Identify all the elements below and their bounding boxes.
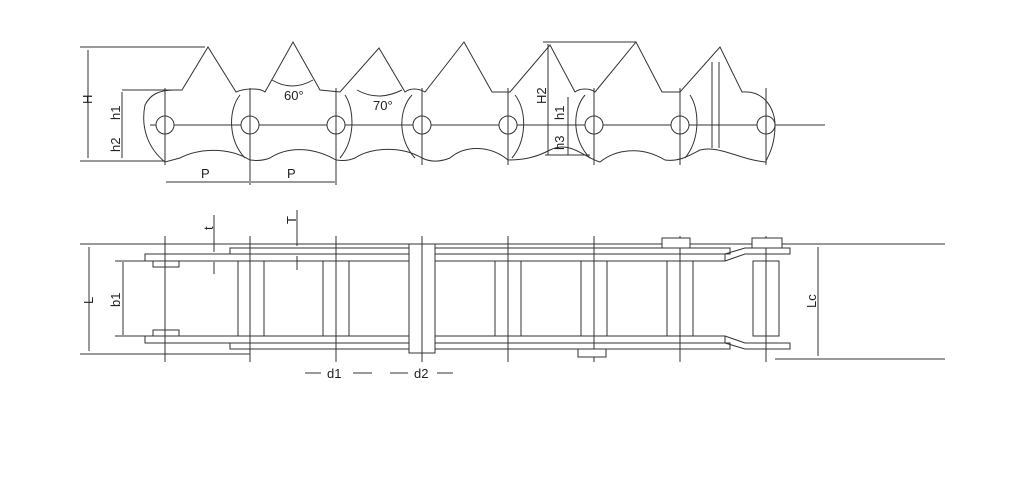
label-angle-70: 70° — [373, 98, 393, 113]
pins — [155, 88, 776, 185]
label-H2: H2 — [534, 87, 549, 104]
dimension-lines — [80, 41, 636, 183]
label-d2: d2 — [414, 366, 428, 381]
label-P-2: P — [287, 166, 296, 181]
label-t: t — [201, 226, 216, 230]
plate-outline — [143, 40, 776, 163]
dimension-lines — [88, 210, 819, 374]
label-h1-right: h1 — [552, 106, 567, 120]
label-d1: d1 — [327, 366, 341, 381]
rollers — [152, 236, 783, 362]
top-view: H h1 h2 P P 60° 70° H2 h1 h3 — [80, 40, 825, 185]
label-P-1: P — [201, 166, 210, 181]
label-Lc: Lc — [804, 294, 819, 308]
label-L: L — [81, 297, 96, 304]
label-h3: h3 — [552, 136, 567, 150]
label-T: T — [284, 216, 299, 224]
label-b1: b1 — [108, 293, 123, 307]
plate-joints — [231, 62, 720, 159]
label-H: H — [80, 95, 95, 104]
label-angle-60: 60° — [284, 88, 304, 103]
label-h2: h2 — [108, 138, 123, 152]
label-h1: h1 — [108, 106, 123, 120]
side-view: t T L b1 d1 d2 Lc — [80, 210, 945, 381]
